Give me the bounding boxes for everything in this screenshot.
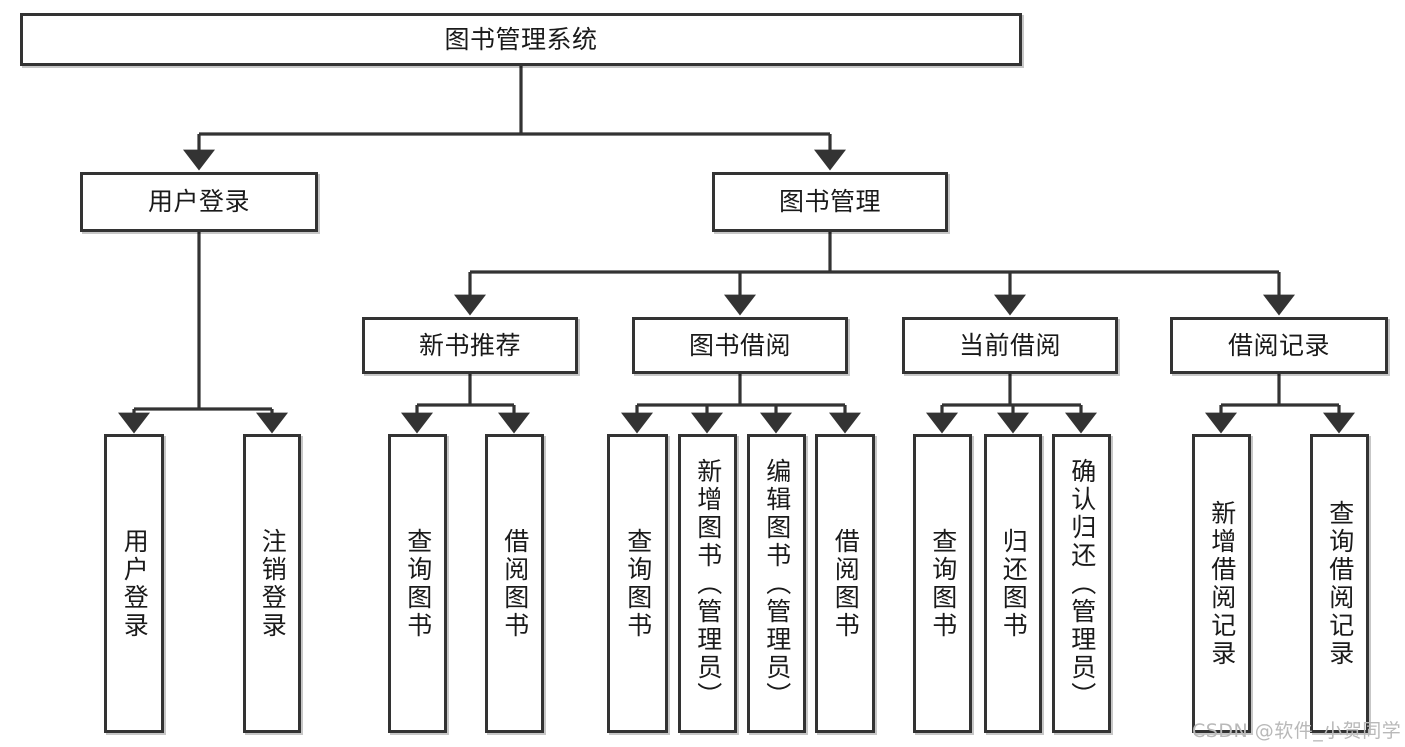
node-leaf-query-book-current-label: 查询图书 [928, 527, 958, 640]
node-leaf-query-book-recommend-label: 查询图书 [403, 527, 433, 640]
node-leaf-user-login[interactable]: 用户登录 [104, 434, 164, 733]
node-leaf-query-book-current[interactable]: 查询图书 [913, 434, 972, 733]
node-leaf-confirm-return-label: 确认归还（管理员） [1067, 457, 1097, 710]
node-leaf-add-book[interactable]: 新增图书（管理员） [678, 434, 737, 733]
node-root-label: 图书管理系统 [444, 24, 598, 54]
node-borrow-record[interactable]: 借阅记录 [1170, 317, 1388, 374]
node-leaf-return-book[interactable]: 归还图书 [984, 434, 1042, 733]
node-new-book-recommend-label: 新书推荐 [418, 330, 521, 360]
node-current-borrow-label: 当前借阅 [958, 330, 1061, 360]
node-leaf-edit-book[interactable]: 编辑图书（管理员） [747, 434, 806, 733]
watermark: CSDN @软件_小贺同学 [1192, 720, 1402, 742]
node-leaf-query-borrow-record[interactable]: 查询借阅记录 [1310, 434, 1369, 733]
node-borrow-record-label: 借阅记录 [1227, 330, 1330, 360]
node-leaf-user-login-label: 用户登录 [120, 527, 150, 640]
node-book-borrow-label: 图书借阅 [688, 330, 791, 360]
node-current-borrow[interactable]: 当前借阅 [902, 317, 1118, 374]
node-leaf-query-book-borrow[interactable]: 查询图书 [607, 434, 668, 733]
node-leaf-borrow-book-borrow[interactable]: 借阅图书 [815, 434, 875, 733]
node-leaf-logout[interactable]: 注销登录 [243, 434, 301, 733]
node-user-login-label: 用户登录 [147, 187, 250, 217]
node-leaf-edit-book-label: 编辑图书（管理员） [762, 457, 792, 710]
node-book-borrow[interactable]: 图书借阅 [632, 317, 848, 374]
node-book-manage-label: 图书管理 [778, 187, 881, 217]
node-leaf-confirm-return[interactable]: 确认归还（管理员） [1052, 434, 1111, 733]
node-leaf-query-borrow-record-label: 查询借阅记录 [1325, 499, 1355, 668]
node-leaf-borrow-book-borrow-label: 借阅图书 [831, 527, 861, 640]
node-leaf-logout-label: 注销登录 [258, 527, 288, 640]
node-leaf-add-borrow-record[interactable]: 新增借阅记录 [1192, 434, 1251, 733]
node-book-manage[interactable]: 图书管理 [712, 172, 948, 232]
node-root[interactable]: 图书管理系统 [20, 13, 1022, 66]
node-user-login[interactable]: 用户登录 [80, 172, 318, 232]
node-leaf-add-book-label: 新增图书（管理员） [693, 457, 723, 710]
node-leaf-borrow-book-recommend[interactable]: 借阅图书 [485, 434, 544, 733]
node-leaf-query-book-recommend[interactable]: 查询图书 [388, 434, 447, 733]
node-leaf-add-borrow-record-label: 新增借阅记录 [1207, 499, 1237, 668]
node-leaf-borrow-book-recommend-label: 借阅图书 [500, 527, 530, 640]
node-new-book-recommend[interactable]: 新书推荐 [362, 317, 578, 374]
node-leaf-query-book-borrow-label: 查询图书 [623, 527, 653, 640]
node-leaf-return-book-label: 归还图书 [999, 527, 1029, 640]
